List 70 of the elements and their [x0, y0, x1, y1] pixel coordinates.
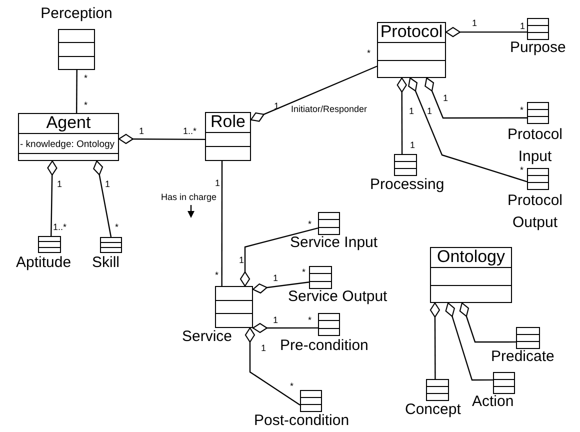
class-name: Protocol — [380, 22, 443, 41]
multiplicity-label: 1..* — [183, 126, 197, 136]
aggregation-line — [408, 77, 528, 182]
multiplicity-label: 1 — [139, 126, 144, 136]
edge-label: Has in charge — [161, 192, 217, 202]
class-box — [377, 22, 446, 78]
multiplicity-label: * — [84, 100, 88, 110]
multiplicity-label: * — [520, 165, 524, 175]
edge-label: Initiator/Responder — [291, 104, 368, 114]
class-box — [430, 247, 512, 303]
aggregation-line — [445, 302, 493, 381]
multiplicity-label: * — [115, 222, 119, 232]
class-name: Service Input — [290, 234, 378, 251]
multiplicity-label: * — [520, 105, 524, 115]
multiplicity-label: 1 — [215, 178, 220, 188]
class-name: Protocol Output — [506, 191, 564, 233]
multiplicity-label: 1 — [427, 106, 432, 116]
class-name: Purpose — [510, 39, 566, 56]
multiplicity-label: 1 — [239, 255, 244, 265]
class-name: Skill — [92, 254, 120, 271]
multiplicity-label: 1 — [443, 93, 448, 103]
class-name: Aptitude — [16, 254, 72, 271]
aggregation-line — [252, 282, 310, 294]
aggregation-line — [424, 77, 527, 119]
class-box — [205, 112, 251, 161]
multiplicity-label: * — [215, 270, 219, 280]
multiplicity-label: 1 — [57, 179, 62, 189]
multiplicity-label: * — [302, 267, 306, 277]
class-name: Perception — [40, 5, 114, 22]
class-name: Concept — [405, 401, 461, 418]
multiplicity-label: * — [367, 48, 371, 58]
multiplicity-label: 1..* — [53, 222, 67, 232]
class-name: Predicate — [491, 348, 554, 365]
multiplicity-label: 1 — [261, 343, 266, 353]
aggregation-line — [445, 27, 527, 38]
multiplicity-label: 1 — [273, 315, 278, 325]
class-name: Post-condition — [254, 412, 350, 429]
multiplicity-label: 1 — [105, 179, 110, 189]
aggregation-line — [430, 302, 440, 379]
aggregation-line — [244, 327, 300, 406]
aggregation-line — [250, 66, 378, 122]
aggregation-line — [252, 322, 318, 334]
class-box — [18, 113, 119, 161]
class-name: Role — [210, 112, 246, 131]
class-attribute: - knowledge: Ontology — [19, 139, 115, 150]
class-name: Ontology — [436, 247, 506, 266]
association-line — [221, 161, 223, 286]
association-line — [76, 70, 78, 113]
aggregation-line — [459, 302, 516, 343]
class-name: Action — [472, 393, 514, 410]
class-name: Service Output — [288, 288, 388, 305]
multiplicity-label: 1 — [410, 140, 416, 150]
class-name: Processing — [370, 176, 444, 193]
aggregation-line — [118, 134, 205, 144]
multiplicity-label: * — [84, 73, 88, 83]
multiplicity-label: 1 — [273, 273, 278, 283]
multiplicity-label: * — [290, 381, 294, 391]
aggregation-line — [396, 77, 407, 154]
class-name: Agent — [46, 113, 91, 132]
aggregation-line — [47, 160, 58, 236]
multiplicity-label: * — [308, 219, 312, 229]
class-name: Protocol Input — [506, 125, 564, 166]
class-name: Service — [182, 328, 232, 345]
class-name: Pre-condition — [280, 337, 368, 354]
multiplicity-label: 1 — [409, 106, 414, 116]
multiplicity-label: * — [308, 315, 312, 325]
aggregation-line — [240, 228, 318, 287]
aggregation-line — [93, 160, 112, 238]
multiplicity-label: 1 — [520, 21, 526, 31]
multiplicity-label: 1 — [472, 18, 478, 28]
